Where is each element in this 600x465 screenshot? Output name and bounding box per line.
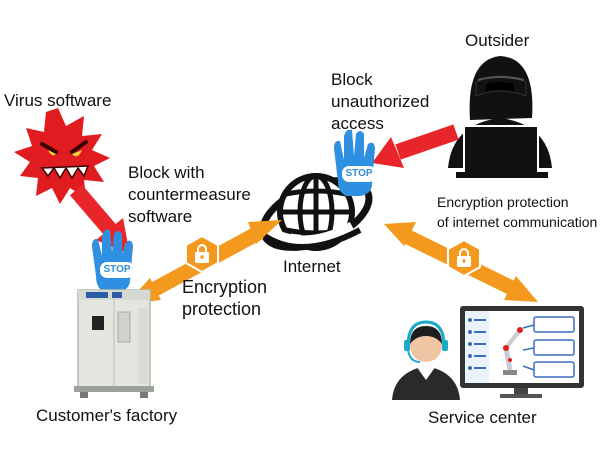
encryption-internet-label-line2: of internet communication bbox=[437, 214, 598, 230]
globe-icon bbox=[259, 173, 373, 251]
encryption-internet-label-line1: Encryption protection bbox=[437, 194, 569, 210]
countermeasure-label-line1: Block with bbox=[128, 163, 205, 182]
lock-icon bbox=[447, 238, 481, 278]
stop-hand-icon bbox=[92, 229, 134, 292]
stop-badge-text: STOP bbox=[103, 264, 131, 275]
block-access-label-line1: Block bbox=[331, 70, 373, 89]
service-center-label: Service center bbox=[428, 408, 537, 427]
encryption-protection-label-line2: protection bbox=[182, 299, 262, 319]
operator-icon bbox=[392, 320, 460, 400]
outsider-label: Outsider bbox=[465, 31, 530, 50]
stop-hand-icon bbox=[334, 129, 376, 196]
monitor-icon bbox=[460, 306, 584, 398]
factory-cabinet-icon bbox=[74, 289, 154, 398]
outsider-arrow bbox=[372, 124, 459, 168]
countermeasure-label-line2: countermeasure bbox=[128, 185, 251, 204]
internet-label: Internet bbox=[283, 257, 341, 276]
countermeasure-label-line3: software bbox=[128, 207, 193, 226]
virus-icon bbox=[14, 108, 110, 204]
customers-factory-label: Customer's factory bbox=[36, 406, 178, 425]
lock-icon bbox=[185, 234, 219, 274]
robot-arm-icon bbox=[503, 327, 523, 375]
encryption-protection-label-line1: Encryption bbox=[182, 277, 268, 297]
block-access-label-line2: unauthorized bbox=[331, 92, 430, 111]
virus-label: Virus software bbox=[4, 91, 112, 110]
laptop-icon bbox=[456, 125, 548, 178]
block-access-label-line3: access bbox=[331, 114, 384, 133]
stop-badge-text: STOP bbox=[345, 168, 373, 179]
